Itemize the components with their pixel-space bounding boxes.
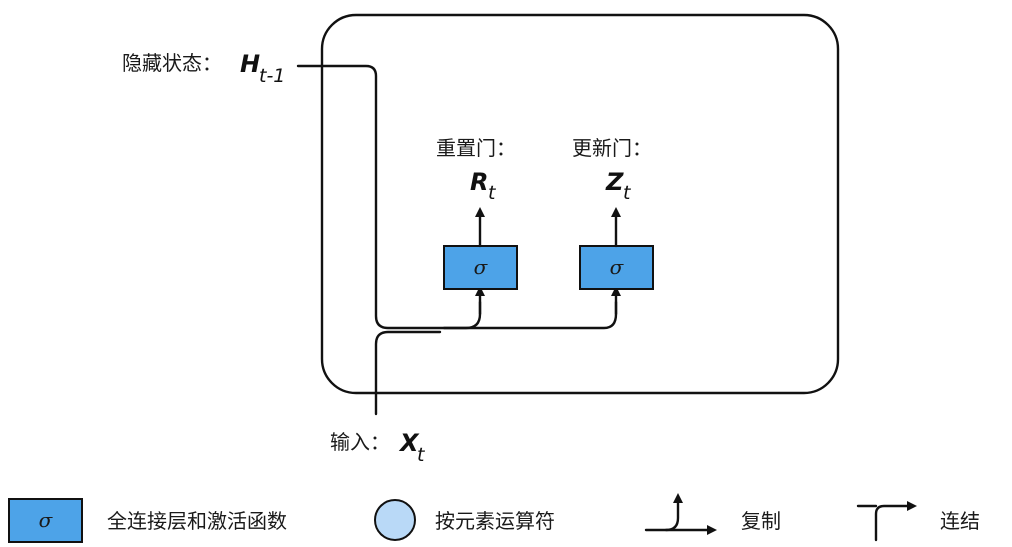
update-gate-sigma-box: σ — [579, 245, 654, 290]
legend-fc-box — [8, 498, 83, 543]
input-label: 输入： — [330, 430, 390, 454]
hidden-state-var: H — [240, 50, 260, 78]
legend-copy: 复制 — [644, 493, 781, 535]
hidden-state-label: 隐藏状态： — [122, 51, 222, 75]
update-gate-sub: t — [623, 182, 632, 204]
legend-copy-branch-arrow — [664, 493, 683, 532]
input-wire — [374, 330, 442, 416]
reset-gate-var: R — [470, 168, 488, 196]
legend-elementwise: 按元素运算符 — [374, 499, 555, 541]
update-gate-sigma-symbol: σ — [610, 255, 625, 279]
input-sub: t — [417, 444, 426, 466]
legend-copy-label: 复制 — [741, 509, 781, 533]
legend-fc-label: 全连接层和激活函数 — [107, 509, 287, 533]
reset-gate-label: 重置门： — [436, 136, 516, 160]
legend-fc-symbol: σ — [39, 508, 54, 532]
legend-concat: 连结 — [856, 501, 980, 542]
legend-fc-layer: σ 全连接层和激活函数 — [8, 498, 287, 543]
hidden-state-to-update-wire — [442, 300, 618, 330]
gru-cell-container — [320, 13, 840, 395]
legend-concat-icon — [874, 501, 917, 542]
legend-concat-label: 连结 — [940, 509, 980, 533]
reset-gate-sub: t — [488, 182, 497, 204]
update-gate-label: 更新门： — [572, 136, 652, 160]
reset-gate-sigma-box: σ — [443, 245, 518, 290]
hidden-state-sub: t-1 — [259, 65, 285, 87]
update-gate-var: Z — [605, 168, 624, 196]
reset-gate-sigma-symbol: σ — [474, 255, 489, 279]
legend-elementwise-label: 按元素运算符 — [435, 509, 555, 533]
hidden-state-wire — [296, 64, 482, 330]
legend-elementwise-circle — [374, 499, 416, 541]
input-var: X — [398, 429, 420, 457]
